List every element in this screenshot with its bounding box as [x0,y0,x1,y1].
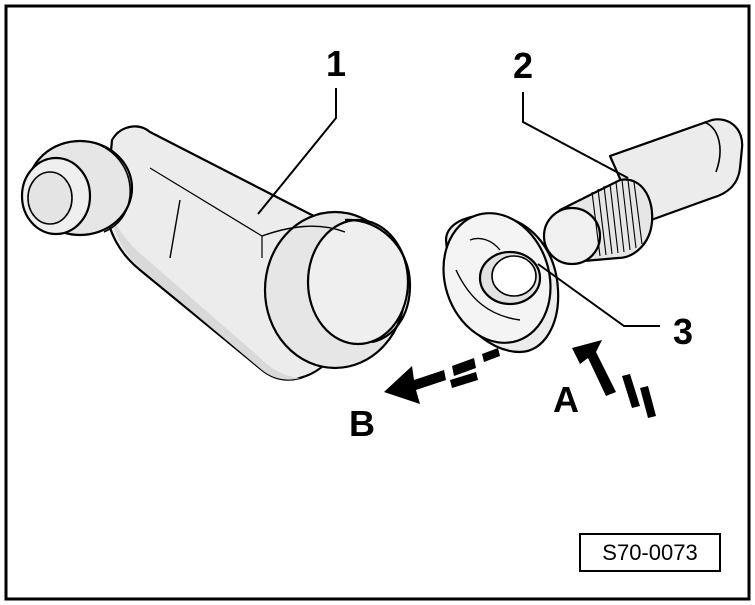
retaining-clip [442,212,560,354]
arrow-label-b: B [349,403,375,444]
arrow-label-a: A [553,379,579,420]
leader-2 [522,92,629,179]
arrow-a [572,340,656,418]
splined-shaft [542,118,744,266]
leader-3 [537,263,660,327]
leader-lines [257,88,660,327]
spline-teeth [591,179,643,257]
callout-3: 3 [673,311,693,352]
callout-1: 1 [326,43,346,84]
leader-1 [257,88,337,215]
callout-2: 2 [513,45,533,86]
figure-code-label: S70-0073 [579,533,721,572]
arrow-b [384,348,500,404]
crank-handle [20,125,412,381]
